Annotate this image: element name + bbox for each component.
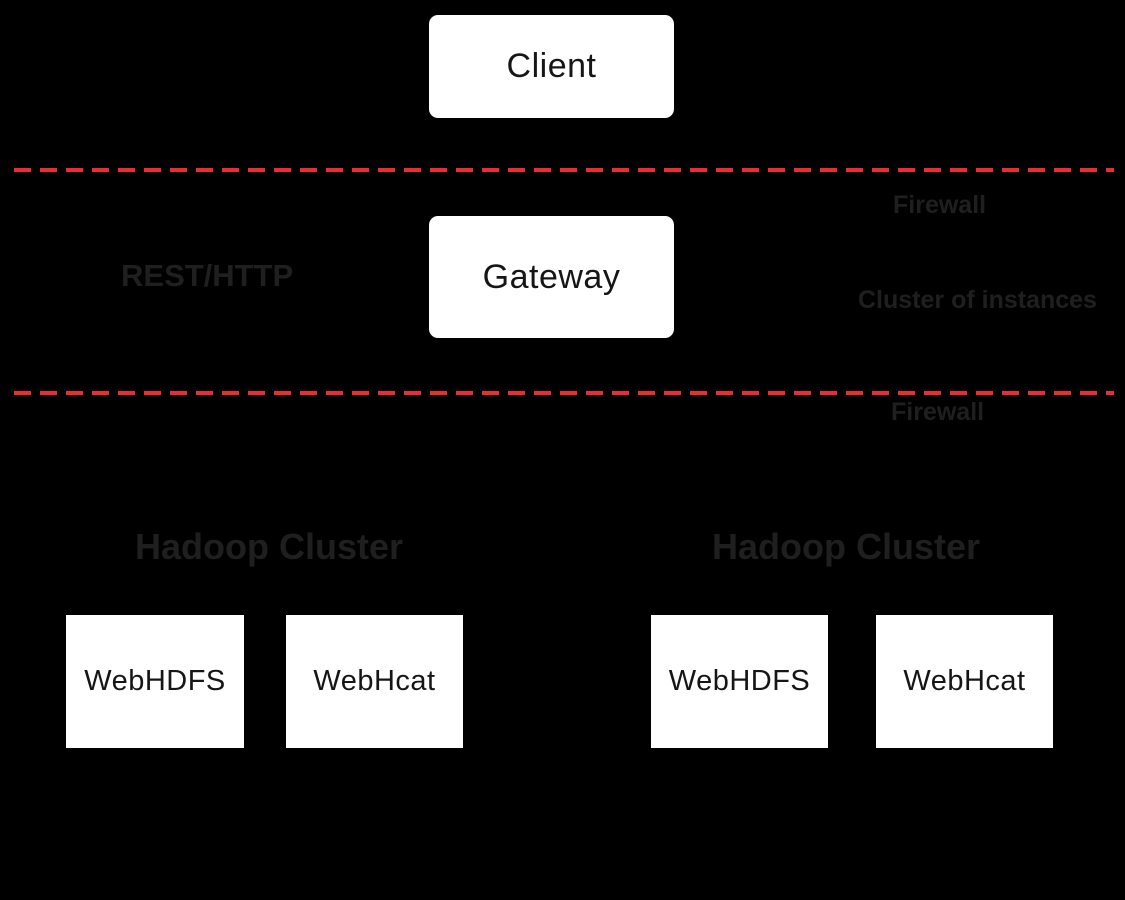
firewall-line-bottom: [14, 391, 1114, 395]
gateway-node: Gateway: [429, 216, 674, 338]
webhdfs-node-left: WebHDFS: [66, 615, 244, 748]
webhdfs-node-right: WebHDFS: [651, 615, 828, 748]
webhcat-node-left: WebHcat: [286, 615, 463, 748]
firewall-label-top: Firewall: [893, 191, 987, 219]
hadoop-cluster-title-right: Hadoop Cluster: [712, 526, 981, 567]
rest-http-label: REST/HTTP: [121, 258, 294, 293]
firewall-line-top: [14, 168, 1114, 172]
client-node: Client: [429, 15, 674, 118]
hadoop-cluster-title-left: Hadoop Cluster: [135, 526, 404, 567]
firewall-label-bottom: Firewall: [891, 398, 985, 426]
webhcat-node-right: WebHcat: [876, 615, 1053, 748]
cluster-of-instances-label: Cluster of instances: [858, 286, 1097, 314]
